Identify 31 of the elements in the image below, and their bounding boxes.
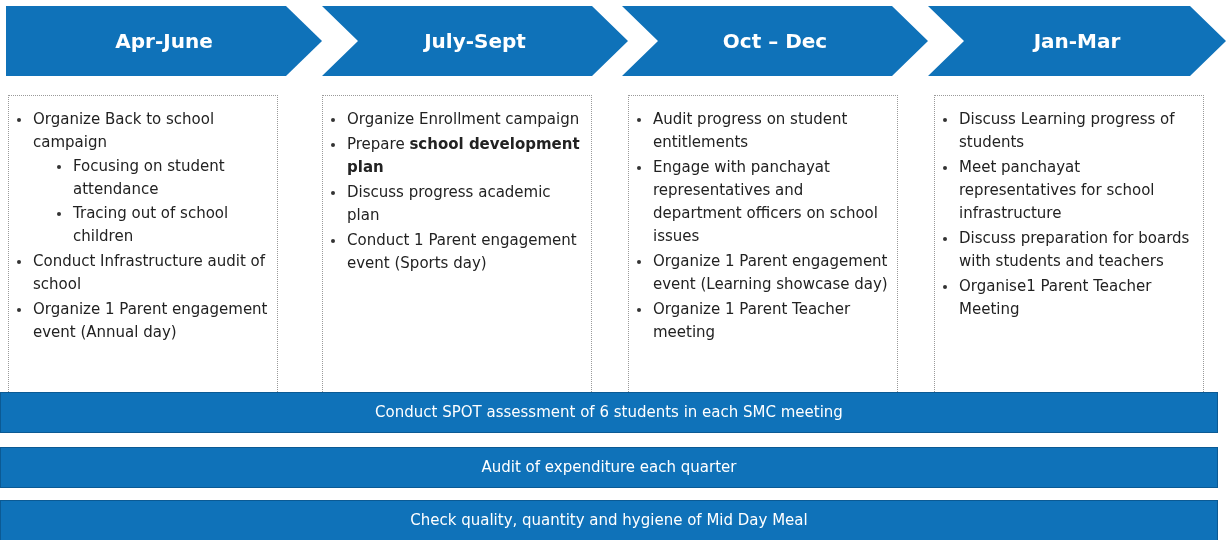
- bullet-text: Tracing out of school children: [73, 203, 230, 247]
- bullet-text: Organize 1 Parent Teacher meeting: [653, 299, 852, 343]
- activity-box: [628, 95, 898, 392]
- header-label: Apr-June: [115, 28, 213, 55]
- banner-bar: [0, 392, 1218, 433]
- banner-bar: [0, 500, 1218, 540]
- bullet-text: Audit progress on student entitlements: [653, 109, 849, 153]
- bullet-text: Engage with panchayat representatives and department officers on school issues: [653, 157, 879, 247]
- bullet-text: Organise1 Parent Teacher Meeting: [959, 276, 1153, 320]
- header-label: Oct – Dec: [722, 28, 828, 55]
- banner-bar: [0, 447, 1218, 488]
- bullet-text: Discuss preparation for boards with students and teachers: [959, 228, 1191, 272]
- banner-label: Audit of expenditure each quarter: [481, 457, 737, 479]
- bullet-text: Organize 1 Parent engagement event (Learning showcase day): [653, 251, 889, 295]
- bullet-text: Organize Back to school campaign: [33, 109, 216, 153]
- bullet-text: Meet panchayat representatives for school infrastructure: [959, 157, 1156, 224]
- bullet-text: Discuss Learning progress of students: [959, 109, 1176, 153]
- banner-label: Conduct SPOT assessment of 6 students in each SMC meeting: [375, 402, 843, 424]
- header-label: Jan-Mar: [1033, 28, 1121, 55]
- activity-box: [322, 95, 592, 392]
- activity-box: [8, 95, 278, 392]
- bullet-text: Conduct Infrastructure audit of school: [33, 251, 267, 295]
- bullet-text: Conduct 1 Parent engagement event (Sports day): [347, 230, 578, 274]
- bullet-text: Prepare school development plan: [347, 134, 581, 178]
- activity-box: [934, 95, 1204, 392]
- banner-label: Check quality, quantity and hygiene of Mid Day Meal: [410, 510, 808, 532]
- bullet-text: Organize 1 Parent engagement event (Annual day): [33, 299, 269, 343]
- bullet-text: Organize Enrollment campaign: [347, 109, 580, 130]
- header-label: July-Sept: [424, 28, 526, 55]
- bullet-text: Focusing on student attendance: [73, 156, 226, 200]
- bullet-text: Discuss progress academic plan: [347, 182, 552, 226]
